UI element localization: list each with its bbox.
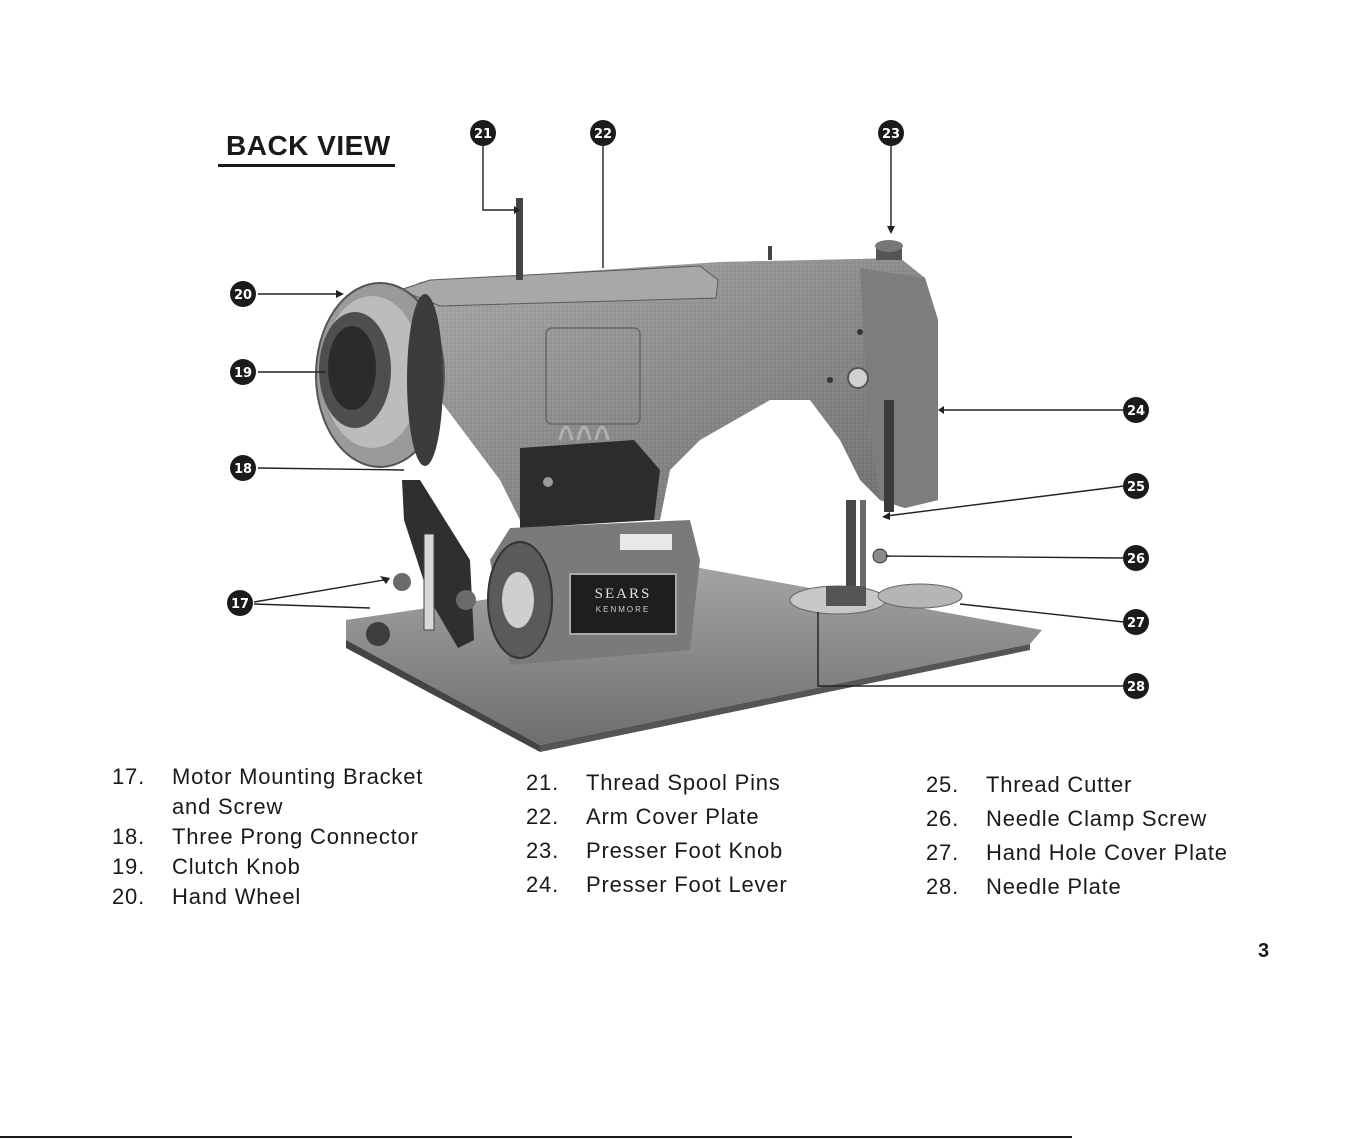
callout-27: 27	[1123, 609, 1149, 635]
callout-26: 26	[1123, 545, 1149, 571]
page-number: 3	[1258, 940, 1270, 962]
legend-number: 25.	[926, 772, 959, 797]
leader-lines	[253, 146, 1125, 687]
callout-24: 24	[1123, 397, 1149, 423]
bottom-rule	[0, 1136, 1072, 1138]
svg-text:26: 26	[1127, 552, 1145, 567]
legend-item-23: 23. Presser Foot Knob	[526, 834, 787, 868]
hand-wheel	[315, 282, 445, 468]
legend-label-continued: and Screw	[172, 794, 284, 819]
callout-19: 19	[230, 359, 256, 385]
svg-text:23: 23	[882, 127, 900, 142]
legend-item-24: 24. Presser Foot Lever	[526, 868, 787, 902]
legend-column-2: 21. Thread Spool Pins 22. Arm Cover Plat…	[526, 766, 787, 902]
callout-18: 18	[230, 455, 256, 481]
legend-number: 18.	[112, 824, 145, 849]
legend-label: Needle Clamp Screw	[986, 806, 1208, 831]
legend-item-20: 20. Hand Wheel	[112, 882, 423, 912]
svg-text:18: 18	[234, 462, 252, 477]
motor-badge-brand: SEARS	[595, 586, 652, 602]
legend-column-1: 17. Motor Mounting Bracket and Screw 18.…	[112, 762, 423, 912]
spool-pin	[516, 198, 523, 280]
svg-text:24: 24	[1127, 404, 1145, 419]
legend-label: Presser Foot Knob	[586, 838, 784, 863]
legend-number: 26.	[926, 806, 959, 831]
legend-item-26: 26. Needle Clamp Screw	[926, 802, 1228, 836]
callout-28: 28	[1123, 673, 1149, 699]
motor-badge-model: KENMORE	[596, 605, 650, 614]
legend-label: Hand Wheel	[172, 884, 302, 909]
legend-label: Hand Hole Cover Plate	[986, 840, 1228, 865]
svg-text:20: 20	[234, 288, 252, 303]
motor: SEARS KENMORE	[487, 520, 700, 665]
legend-number: 23.	[526, 838, 559, 863]
legend-label: Three Prong Connector	[172, 824, 419, 849]
svg-text:22: 22	[594, 127, 612, 142]
legend-number: 19.	[112, 854, 145, 879]
legend-item-21: 21. Thread Spool Pins	[526, 766, 787, 800]
legend-item-28: 28. Needle Plate	[926, 870, 1228, 904]
callout-20: 20	[230, 281, 256, 307]
svg-text:19: 19	[234, 366, 252, 381]
legend-item-22: 22. Arm Cover Plate	[526, 800, 787, 834]
legend-number: 21.	[526, 770, 559, 795]
callout-25: 25	[1123, 473, 1149, 499]
svg-text:25: 25	[1127, 480, 1145, 495]
callout-22: 22	[590, 120, 616, 146]
svg-text:27: 27	[1127, 616, 1145, 631]
legend-item-17: 17. Motor Mounting Bracket	[112, 762, 423, 792]
legend-item-19: 19. Clutch Knob	[112, 852, 423, 882]
legend-column-3: 25. Thread Cutter 26. Needle Clamp Screw…	[926, 768, 1228, 904]
legend-number: 27.	[926, 840, 959, 865]
presser-foot-knob	[875, 240, 903, 260]
legend-number: 28.	[926, 874, 959, 899]
legend-number: 20.	[112, 884, 145, 909]
legend-label: Thread Spool Pins	[586, 770, 781, 795]
callout-23: 23	[878, 120, 904, 146]
legend-label: Thread Cutter	[986, 772, 1133, 797]
callout-21: 21	[470, 120, 496, 146]
legend-item-27: 27. Hand Hole Cover Plate	[926, 836, 1228, 870]
machine-arm	[390, 258, 938, 520]
legend-label: Presser Foot Lever	[586, 872, 788, 897]
svg-text:17: 17	[231, 597, 249, 612]
legend-item-18: 18. Three Prong Connector	[112, 822, 423, 852]
page-title: BACK VIEW	[218, 130, 395, 167]
legend-number: 17.	[112, 764, 145, 789]
legend-number: 22.	[526, 804, 559, 829]
svg-text:28: 28	[1127, 680, 1145, 695]
callout-17: 17	[227, 590, 253, 616]
legend-label: Arm Cover Plate	[586, 804, 760, 829]
svg-text:21: 21	[474, 127, 492, 142]
needle-assembly	[789, 500, 963, 615]
legend-item-25: 25. Thread Cutter	[926, 768, 1228, 802]
legend-number: 24.	[526, 872, 559, 897]
connector-block	[520, 425, 660, 528]
legend-label: Clutch Knob	[172, 854, 301, 879]
motor-mounting-bracket	[366, 480, 476, 648]
legend-label: Motor Mounting Bracket	[172, 764, 424, 789]
legend-label: Needle Plate	[986, 874, 1122, 899]
